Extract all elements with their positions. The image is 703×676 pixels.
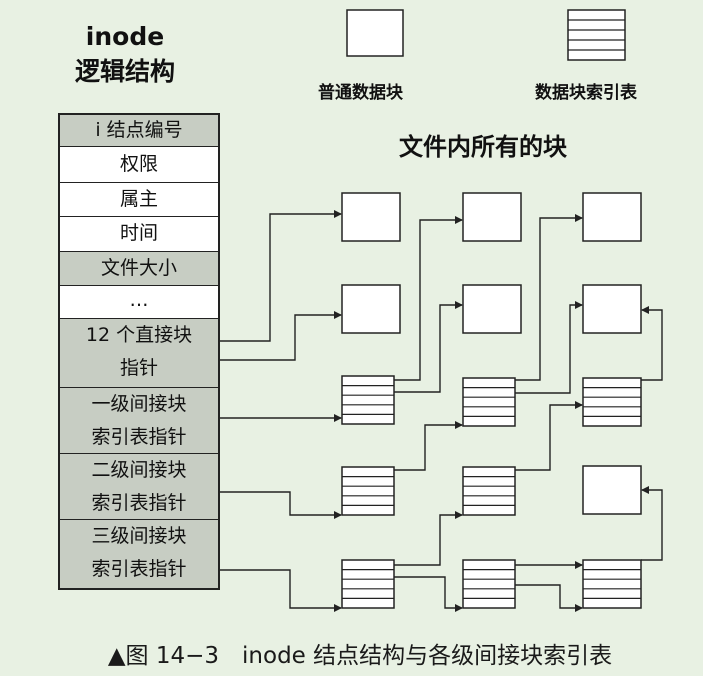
inode-subtitle: 逻辑结构 [74, 57, 175, 86]
index-to-block-arrow [394, 216, 463, 381]
legend-data-block-label: 普通数据块 [318, 83, 403, 103]
legend-data-block-icon [346, 9, 404, 57]
index-block [582, 377, 642, 427]
data-block [341, 192, 401, 242]
index-to-block-arrow [515, 214, 583, 381]
index-to-index-arrow [394, 511, 463, 566]
index-to-index-arrow [394, 421, 463, 471]
index-block [341, 559, 395, 609]
inode-field-size: 文件大小 [60, 252, 218, 286]
data-block [462, 284, 522, 334]
inode-field-ellipsis: … [60, 286, 218, 319]
double-indirect-arrow [220, 491, 342, 519]
index-block [582, 559, 642, 609]
data-block [462, 192, 522, 242]
index-to-block-arrow [515, 301, 583, 394]
inode-field-time: 时间 [60, 217, 218, 252]
data-block [582, 284, 642, 334]
figure-caption: ▲图 14−3 inode 结点结构与各级间接块索引表 [107, 643, 613, 669]
legend-index-block-label: 数据块索引表 [535, 83, 637, 103]
data-block [582, 192, 642, 242]
index-to-index-arrow [515, 401, 583, 471]
index-block [341, 466, 395, 516]
index-block [341, 375, 395, 425]
inode-field-number: i 结点编号 [60, 115, 218, 147]
index-block [462, 559, 516, 609]
index-to-index-arrow [394, 576, 463, 612]
inode-table: i 结点编号 权限 属主 时间 文件大小 … 12 个直接块指针 一级间接块索引… [58, 113, 220, 590]
inode-field-single-indirect: 一级间接块索引表指针 [60, 388, 218, 454]
blocks-heading: 文件内所有的块 [399, 133, 567, 161]
inode-field-permission: 权限 [60, 147, 218, 183]
index-to-index-arrow [515, 584, 583, 612]
index-block [462, 466, 516, 516]
legend-index-block-icon [567, 9, 626, 61]
index-block [462, 377, 516, 427]
direct-pointer-arrow [220, 210, 342, 342]
data-block [582, 465, 642, 515]
index-to-block-arrow [641, 486, 663, 561]
direct-pointer-arrow [220, 311, 342, 361]
inode-field-direct-pointers: 12 个直接块指针 [60, 319, 218, 388]
inode-field-triple-indirect: 三级间接块索引表指针 [60, 520, 218, 588]
index-to-block-arrow [394, 301, 463, 393]
inode-field-owner: 属主 [60, 183, 218, 217]
index-to-block-arrow [641, 306, 663, 381]
data-block [341, 284, 401, 334]
inode-title: inode [85, 22, 165, 51]
triple-indirect-arrow [220, 569, 342, 612]
inode-field-double-indirect: 二级间接块索引表指针 [60, 454, 218, 520]
